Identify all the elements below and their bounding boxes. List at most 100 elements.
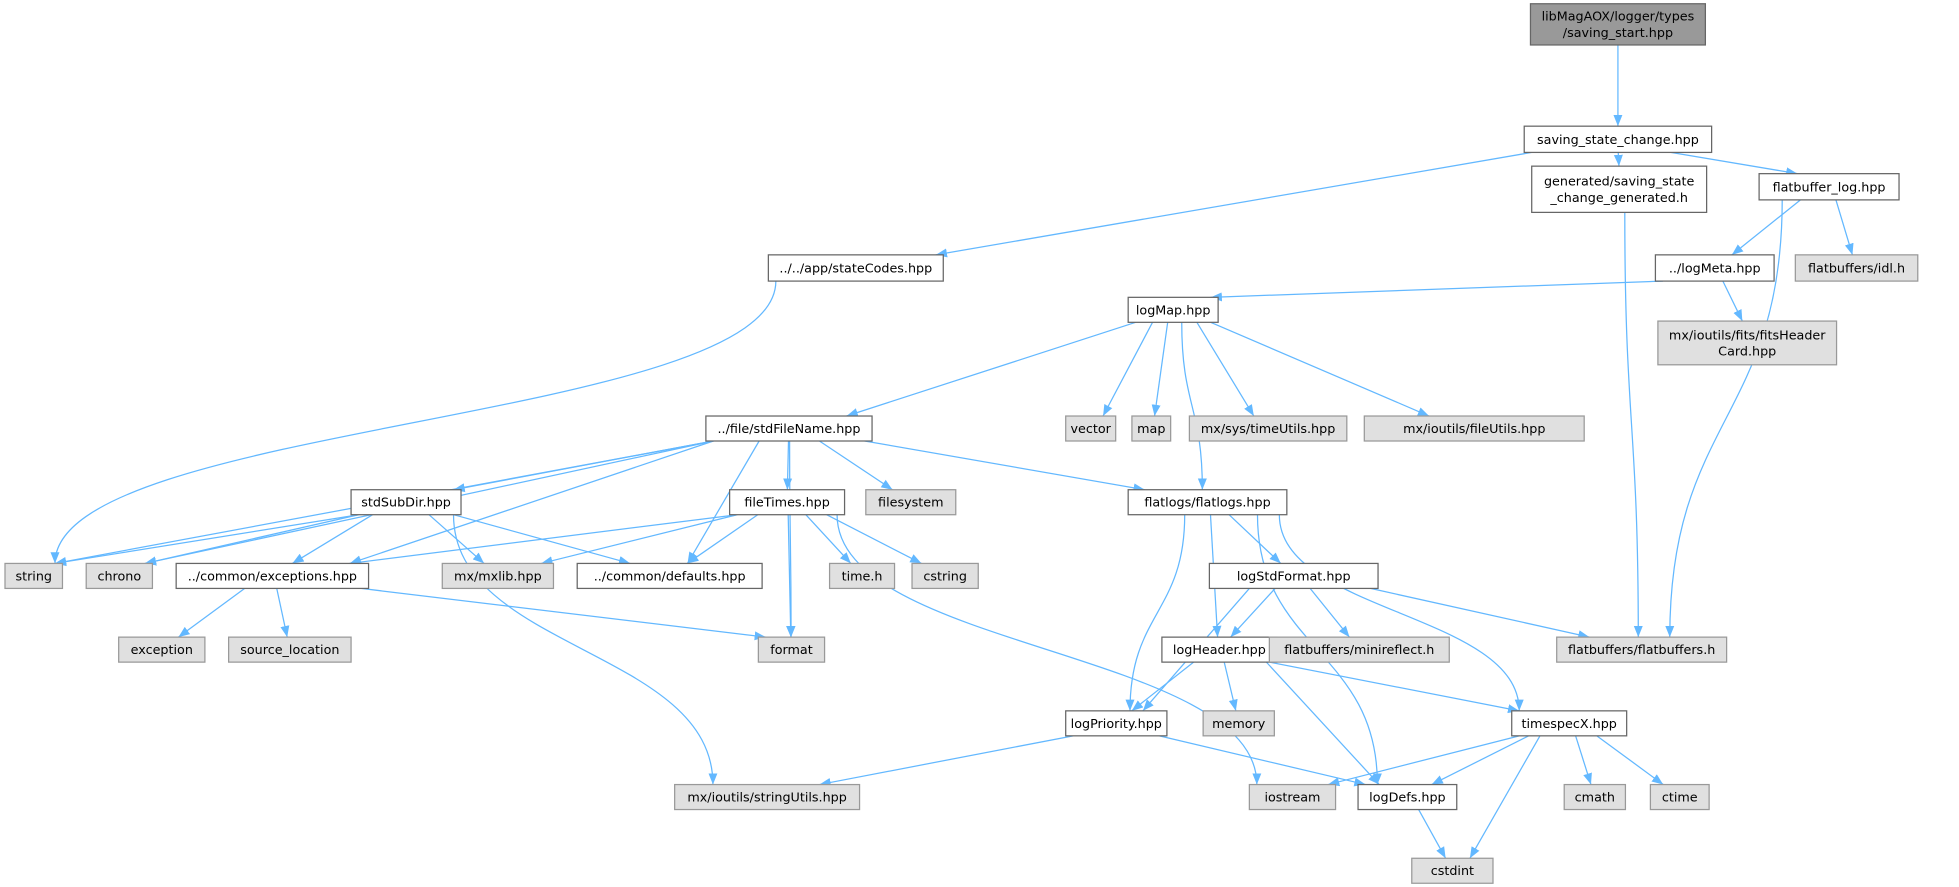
edge-logMeta-to-fitsHeader [1722, 280, 1743, 322]
node-box [4, 562, 64, 590]
node-box [1202, 710, 1275, 737]
edge-timespecX-to-cmath [1575, 735, 1592, 785]
node-label: flatbuffers/flatbuffers.h [1568, 643, 1715, 658]
node-box [1065, 710, 1168, 737]
node-label: mx/ioutils/stringUtils.hpp [687, 791, 847, 806]
node-fblog[interactable]: flatbuffer_log.hpp [1758, 173, 1900, 201]
node-box [1531, 165, 1708, 214]
node-map[interactable]: map [1131, 415, 1172, 442]
node-cstdint[interactable]: cstdint [1411, 857, 1494, 884]
node-filesystem[interactable]: filesystem [865, 489, 957, 516]
node-box [175, 562, 370, 590]
node-box [767, 254, 944, 282]
node-logPriority[interactable]: logPriority.hpp [1065, 710, 1168, 737]
node-label: memory [1212, 717, 1266, 732]
node-label: mx/mxlib.hpp [454, 569, 542, 584]
node-label: _change_generated.h [1549, 191, 1688, 206]
node-logMeta[interactable]: ../logMeta.hpp [1654, 254, 1775, 282]
node-label: source_location [240, 643, 339, 658]
node-string[interactable]: string [4, 562, 64, 590]
node-format[interactable]: format [757, 636, 826, 663]
node-label: ../common/exceptions.hpp [188, 569, 357, 584]
edge-logStdFormat-to-logHeader [1230, 587, 1276, 638]
node-box [1523, 125, 1713, 154]
node-label: ctime [1662, 791, 1698, 806]
node-cstring[interactable]: cstring [911, 562, 979, 590]
edge-logHeader-to-timespecX [1269, 661, 1520, 714]
node-label: flatbuffer_log.hpp [1773, 180, 1886, 195]
node-box [1794, 254, 1919, 282]
node-label: stdSubDir.hpp [361, 496, 451, 511]
edge-logStdFormat-to-flatbuffers [1370, 587, 1590, 640]
node-root[interactable]: libMagAOX/logger/types/saving_start.hpp [1529, 3, 1707, 46]
node-fileTimes[interactable]: fileTimes.hpp [729, 489, 846, 516]
edge-stdSubDir-to-stringUtils [452, 514, 718, 785]
node-exception[interactable]: exception [118, 636, 206, 663]
node-label: string [15, 569, 52, 584]
node-box [1161, 636, 1278, 663]
edge-fileTimes-to-timeh [805, 514, 852, 564]
node-box [865, 489, 957, 516]
node-idl[interactable]: flatbuffers/idl.h [1794, 254, 1919, 282]
edge-stdFileName-to-defaults [687, 440, 760, 564]
node-logStdFormat[interactable]: logStdFormat.hpp [1208, 562, 1379, 590]
node-label: ../file/stdFileName.hpp [717, 422, 860, 437]
node-box [1529, 3, 1707, 46]
node-defaults[interactable]: ../common/defaults.hpp [576, 562, 763, 590]
edge-timespecX-to-cstdint [1469, 735, 1541, 859]
edge-logDefs-to-cstdint [1418, 809, 1447, 859]
node-box [757, 636, 826, 663]
node-flatbuffers[interactable]: flatbuffers/flatbuffers.h [1556, 636, 1728, 663]
node-label: flatlogs/flatlogs.hpp [1144, 496, 1270, 511]
node-stateCodes[interactable]: ../../app/stateCodes.hpp [767, 254, 944, 282]
node-timeh[interactable]: time.h [828, 562, 896, 590]
node-box [1556, 636, 1728, 663]
node-mxlib[interactable]: mx/mxlib.hpp [441, 562, 555, 590]
node-flatlogs[interactable]: flatlogs/flatlogs.hpp [1127, 489, 1288, 516]
node-ssc[interactable]: saving_state_change.hpp [1523, 125, 1713, 154]
node-timespecX[interactable]: timespecX.hpp [1511, 710, 1628, 737]
node-fileUtils[interactable]: mx/ioutils/fileUtils.hpp [1363, 415, 1585, 442]
node-label: logMap.hpp [1136, 303, 1211, 318]
node-label: logDefs.hpp [1369, 791, 1445, 806]
edge-flatlogs-to-logStdFormat [1228, 514, 1282, 564]
node-logDefs[interactable]: logDefs.hpp [1357, 783, 1458, 811]
edge-fblog-to-idl [1835, 199, 1854, 256]
edge-stdFileName-to-format [786, 441, 796, 638]
node-box [911, 562, 979, 590]
edge-logPriority-to-logDefs [1159, 735, 1366, 787]
node-box [1131, 415, 1172, 442]
node-chrono[interactable]: chrono [85, 562, 154, 590]
node-vector[interactable]: vector [1065, 415, 1117, 442]
node-ctime[interactable]: ctime [1649, 783, 1710, 811]
node-logMap[interactable]: logMap.hpp [1127, 296, 1219, 323]
edge-stdSubDir-to-string [54, 514, 359, 567]
node-box [1563, 783, 1627, 811]
node-generated[interactable]: generated/saving_state_change_generated.… [1531, 165, 1708, 214]
edge-fileTimes-to-defaults [686, 514, 759, 564]
node-minireflect[interactable]: flatbuffers/minireflect.h [1268, 636, 1450, 663]
node-cmath[interactable]: cmath [1563, 783, 1627, 811]
node-memory[interactable]: memory [1202, 710, 1275, 737]
edge-fileTimes-to-mxlib [541, 514, 738, 566]
node-label: exception [131, 643, 193, 658]
node-iostream[interactable]: iostream [1248, 783, 1337, 811]
node-box [228, 636, 352, 663]
edge-timespecX-to-logDefs [1431, 735, 1530, 786]
node-label: fileTimes.hpp [744, 496, 829, 511]
node-label: mx/sys/timeUtils.hpp [1201, 422, 1335, 437]
node-label: /saving_start.hpp [1563, 26, 1673, 41]
edge-stdSubDir-to-exceptions [292, 514, 373, 564]
node-exceptions[interactable]: ../common/exceptions.hpp [175, 562, 370, 590]
node-stringUtils[interactable]: mx/ioutils/stringUtils.hpp [674, 783, 861, 811]
node-timeUtils[interactable]: mx/sys/timeUtils.hpp [1188, 415, 1348, 442]
edge-logMap-to-vector [1102, 322, 1154, 417]
node-box [1511, 710, 1628, 737]
node-source_location[interactable]: source_location [228, 636, 352, 663]
node-logHeader[interactable]: logHeader.hpp [1161, 636, 1278, 663]
node-stdFileName[interactable]: ../file/stdFileName.hpp [705, 415, 873, 442]
edge-exceptions-to-exception [178, 587, 246, 638]
node-stdSubDir[interactable]: stdSubDir.hpp [350, 489, 462, 516]
